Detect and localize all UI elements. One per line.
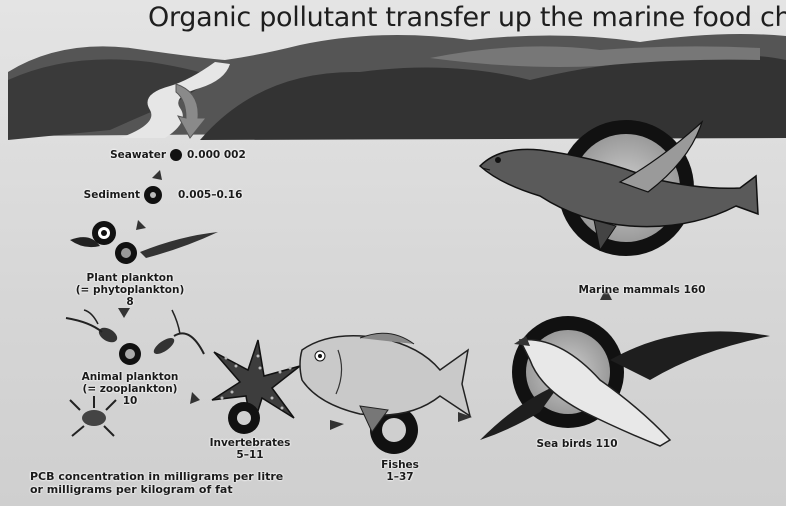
- seabirds-label: Sea birds 110: [532, 438, 622, 450]
- phytoplankton-alt: (= phytoplankton): [70, 284, 190, 296]
- invertebrates-name: Invertebrates: [200, 437, 300, 449]
- phytoplankton-value: 8: [70, 296, 190, 308]
- seabirds-value: 110: [596, 438, 618, 450]
- seabirds-name: Sea birds: [536, 438, 591, 450]
- caption-line-1: PCB concentration in milligrams per litr…: [30, 470, 290, 483]
- mammals-value: 160: [684, 284, 706, 296]
- seawater-dot: [170, 149, 182, 161]
- fishes-value: 1–37: [360, 471, 440, 483]
- caption-line-2: or milligrams per kilogram of fat: [30, 483, 290, 496]
- sediment-value: 0.005–0.16: [178, 189, 258, 201]
- mammals-label: Marine mammals 160: [572, 284, 712, 296]
- seal-icon: [480, 120, 758, 256]
- caption: PCB concentration in milligrams per litr…: [30, 470, 290, 496]
- sediment-label: Sediment: [60, 189, 140, 201]
- zooplankton-name: Animal plankton: [70, 371, 190, 383]
- seawater-value: 0.000 002: [187, 149, 267, 161]
- zooplankton-alt: (= zooplankton): [70, 383, 190, 395]
- zooplankton-label: Animal plankton (= zooplankton) 10: [70, 371, 190, 407]
- page-title: Organic pollutant transfer up the marine…: [148, 2, 778, 33]
- mammals-name: Marine mammals: [579, 284, 680, 296]
- phytoplankton-name: Plant plankton: [70, 272, 190, 284]
- starfish-icon: [212, 340, 300, 434]
- fishes-label: Fishes 1–37: [360, 459, 440, 483]
- fishes-name: Fishes: [360, 459, 440, 471]
- fish-icon: [300, 333, 470, 454]
- seawater-label: Seawater: [96, 149, 166, 161]
- landscape: [8, 34, 786, 140]
- invertebrates-label: Invertebrates 5–11: [200, 437, 300, 461]
- zooplankton-value: 10: [70, 395, 190, 407]
- seabird-icon: [480, 316, 770, 446]
- phytoplankton-label: Plant plankton (= phytoplankton) 8: [70, 272, 190, 308]
- invertebrates-value: 5–11: [200, 449, 300, 461]
